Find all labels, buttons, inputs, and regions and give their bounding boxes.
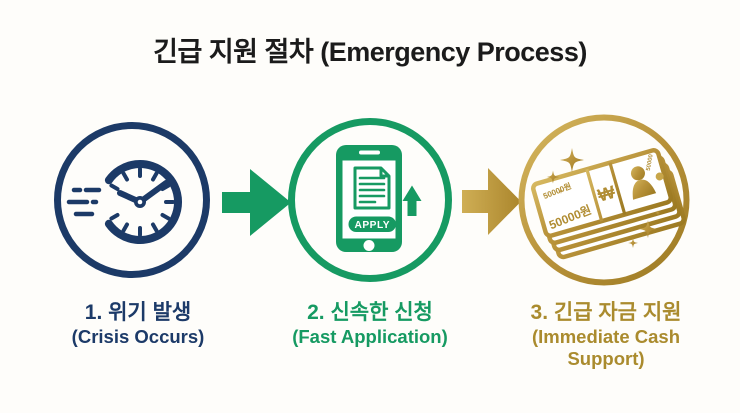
step-1-label: 1. 위기 발생 (Crisis Occurs) — [30, 301, 246, 348]
step-2-korean: 2. 신속한 신청 — [307, 301, 433, 324]
document-icon — [353, 166, 391, 210]
upload-arrow-icon — [402, 185, 422, 216]
step-3-circle: ₩ 50000원 50000원 50000 — [518, 114, 690, 286]
page-title: 긴급 지원 절차 (Emergency Process) — [153, 37, 587, 67]
seal-icon — [655, 172, 664, 181]
arrow-right-1-icon — [222, 169, 291, 236]
portrait-icon — [630, 166, 657, 200]
step-1-korean: 1. 위기 발생 — [84, 301, 192, 324]
apply-button: APPLY — [348, 216, 396, 232]
step-3-ring — [518, 114, 690, 286]
arrow-right-2-icon — [462, 168, 521, 235]
step-1-circle — [54, 122, 210, 278]
won-symbol: ₩ — [595, 182, 617, 206]
step-3-english: (Immediate Cash Support) — [531, 325, 681, 369]
step-2-label: 2. 신속한 신청 (Fast Application) — [262, 301, 478, 348]
step-3-label: 3. 긴급 자금 지원 (Immediate Cash Support) — [506, 301, 706, 369]
speed-clock-icon — [66, 160, 183, 244]
money-band — [585, 162, 627, 222]
step-1-english: (Crisis Occurs) — [71, 325, 205, 347]
note-value-corner: 50000 — [646, 153, 655, 171]
step-1-ring — [54, 122, 210, 278]
apply-phone-icon: APPLY — [336, 145, 422, 252]
phone-speaker — [359, 150, 380, 155]
step-3-korean: 3. 긴급 자금 지원 — [530, 301, 682, 324]
svg-text:APPLY: APPLY — [355, 220, 391, 231]
step-2-english: (Fast Application) — [292, 325, 448, 347]
cash-stack-icon: ₩ 50000원 50000원 50000 — [531, 148, 686, 260]
step-2-circle: APPLY — [288, 118, 452, 282]
step-2-ring — [288, 118, 452, 282]
phone-home-button — [363, 240, 375, 251]
speed-lines — [66, 187, 102, 217]
sparkle-icons — [546, 148, 661, 248]
